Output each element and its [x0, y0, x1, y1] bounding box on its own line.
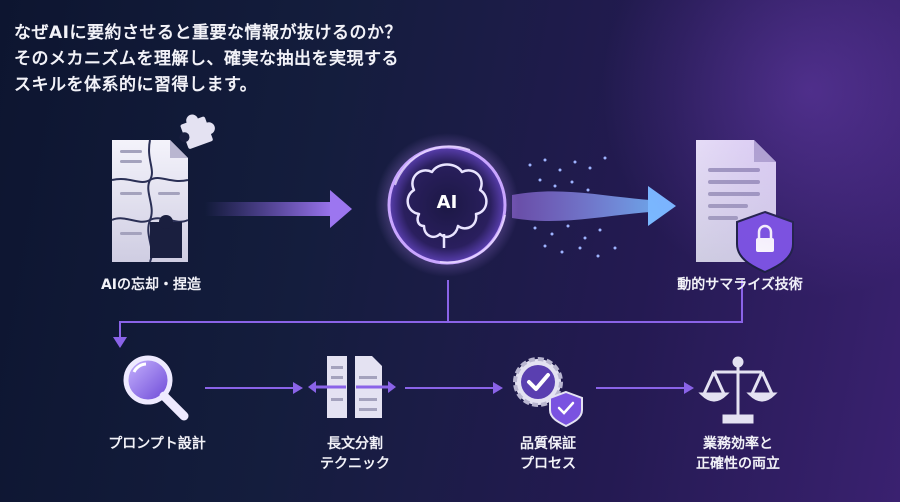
beam-arrow: [512, 186, 676, 226]
puzzle-document-icon: [111, 114, 215, 263]
connector-lines: [119, 280, 743, 340]
brain-icon: [406, 163, 488, 248]
arrow-to-ai: [205, 190, 352, 228]
step-2: 長文分割 テクニック: [290, 434, 420, 474]
step-2-line-1: 長文分割: [327, 436, 383, 452]
step-1-line-1: プロンプト設計: [108, 436, 206, 452]
split-document-icon: [308, 356, 396, 418]
step-1: プロンプト設計: [92, 434, 222, 454]
ai-center-text: AI: [437, 192, 458, 213]
intro-text: なぜAIに要約させると重要な情報が抜けるのか？ そのメカニズムを理解し、確実な抽…: [14, 20, 402, 98]
step-4: 業務効率と 正確性の両立: [668, 434, 808, 474]
step-3-line-2: プロセス: [520, 456, 576, 472]
step-4-line-1: 業務効率と: [703, 436, 773, 452]
lock-shield-icon: [736, 210, 794, 274]
step-4-line-2: 正確性の両立: [696, 456, 780, 472]
step-3-line-1: 品質保証: [520, 436, 576, 452]
magnifier-icon: [123, 355, 189, 421]
secure-document-icon: [696, 140, 794, 274]
data-stream-dots: [528, 156, 617, 258]
intro-line-3: スキルを体系的に習得します。: [14, 75, 258, 95]
ai-brain-orb: AI: [375, 133, 519, 277]
balance-scale-icon: [698, 356, 778, 424]
left-label: AIの忘却・捏造: [100, 277, 202, 293]
intro-line-2: そのメカニズムを理解し、確実な抽出を実現する: [14, 49, 399, 69]
step-2-line-2: テクニック: [320, 456, 390, 472]
intro-line-1: なぜAIに要約させると重要な情報が抜けるのか？: [14, 23, 402, 43]
step-3: 品質保証 プロセス: [483, 434, 613, 474]
right-label: 動的サマライズ技術: [677, 277, 803, 293]
quality-badge-icon: [513, 357, 583, 428]
